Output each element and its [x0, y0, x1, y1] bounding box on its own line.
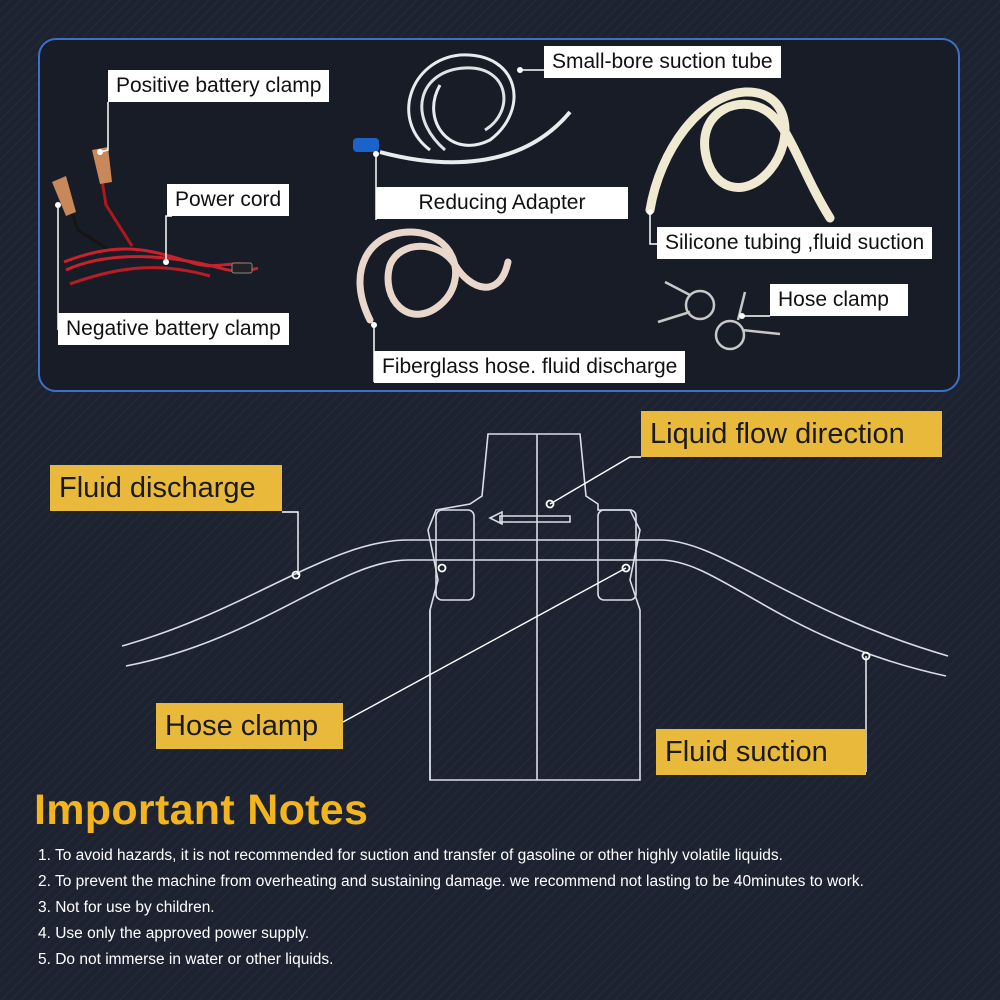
note-item: 4. Use only the approved power supply. [38, 925, 310, 942]
hose-clamp-callout: Hose clamp [156, 703, 343, 749]
note-item: 3. Not for use by children. [38, 899, 215, 916]
diagram-leader-lines [282, 456, 867, 772]
notes-list: 1. To avoid hazards, it is not recommend… [38, 846, 864, 976]
tubes [121, 539, 949, 677]
pump-outline [427, 433, 641, 781]
diagram-leader-dots [291, 499, 871, 661]
parts-leader-dots [55, 67, 745, 328]
liquid-flow-direction-label: Liquid flow direction [641, 411, 942, 457]
note-item: 2. To prevent the machine from overheati… [38, 873, 864, 890]
note-item: 1. To avoid hazards, it is not recommend… [38, 847, 783, 864]
small-bore-tube-image [353, 53, 572, 165]
fluid-suction-label: Fluid suction [656, 729, 866, 775]
important-notes-title: Important Notes [34, 786, 369, 834]
power-cord-label: Power cord [167, 184, 290, 216]
fiberglass-hose-image [356, 228, 512, 324]
silicone-tubing-label: Silicone tubing ,fluid suction [657, 227, 933, 259]
hose-clamp-part-label: Hose clamp [770, 284, 908, 316]
note-item: 5. Do not immerse in water or other liqu… [38, 951, 334, 968]
fiberglass-hose-label: Fiberglass hose. fluid discharge [374, 351, 686, 383]
fluid-discharge-label: Fluid discharge [50, 465, 282, 511]
small-bore-tube-label: Small-bore suction tube [544, 46, 781, 78]
negative-clamp-label: Negative battery clamp [58, 313, 289, 345]
battery-clamps-image [52, 147, 259, 286]
positive-clamp-label: Positive battery clamp [108, 70, 330, 102]
silicone-tubing-image [645, 87, 835, 223]
reducing-adapter-label: Reducing Adapter [376, 187, 628, 219]
